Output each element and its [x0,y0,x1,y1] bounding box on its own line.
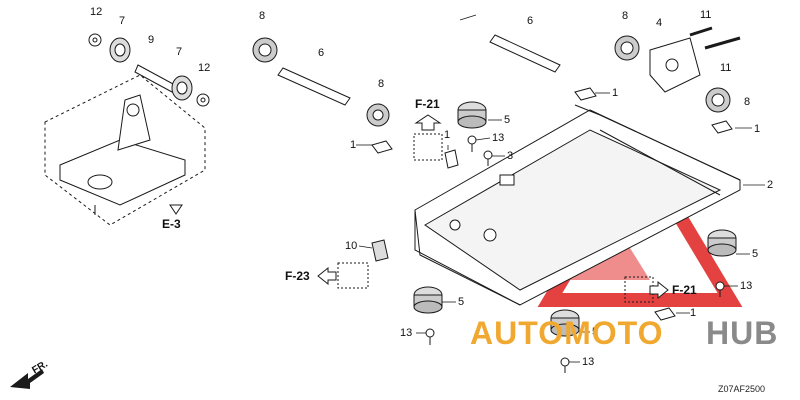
callout-5: 5 [458,296,465,308]
callout-8: 8 [378,78,385,90]
rubber-mount-8c [614,35,640,61]
rubber-mount-8a [252,37,278,63]
rubber-foot-5a [457,101,487,129]
bolt-11a [689,26,713,37]
callout-13: 13 [582,356,595,368]
callout-11: 11 [720,62,732,74]
callout-9: 9 [148,34,155,46]
callout-12: 12 [90,6,103,18]
frame-2 [414,104,741,306]
rubber-mount-8b [366,103,390,127]
clip-1c [444,149,459,169]
ref-box-f23 [337,262,369,289]
washer-12b [196,93,210,107]
ref-e3[interactable]: E-3 [162,217,181,231]
callout-5: 5 [592,326,599,338]
callout-3: 3 [507,150,514,162]
ref-box-f21-top [413,133,443,161]
callout-5: 5 [504,114,511,126]
callout-2: 2 [767,179,774,191]
arrow-left-icon [317,266,337,286]
callout-12: 12 [198,62,211,74]
callout-4: 4 [656,17,663,29]
bracket-4 [649,37,701,93]
rubber-foot-5c [413,286,443,314]
callout-11: 11 [700,9,712,21]
leader-lines [356,14,765,363]
rod-6a [277,67,351,106]
ref-f21-top[interactable]: F-21 [415,97,440,111]
rod-6b [489,34,561,73]
rubber-foot-5d [550,309,580,337]
callout-13: 13 [492,132,505,144]
callout-1: 1 [754,123,761,135]
watermark-text-secondary: HUB [706,315,779,351]
ref-f23[interactable]: F-23 [285,269,310,283]
bolt-13d [560,357,570,373]
watermark-text-primary: AUTOMOTO [470,315,664,351]
bushing-7b [171,75,193,101]
clip-10 [371,239,389,262]
bushing-7a [109,37,131,63]
callout-6: 6 [318,47,325,59]
clip-1e [654,307,676,321]
arrow-down-icon [169,204,183,215]
arrow-right-icon [649,280,669,300]
clip-1b [371,140,393,154]
arrow-up-icon [414,114,442,131]
bolt-3 [483,150,493,166]
callout-13: 13 [400,327,413,339]
collar-rod-9 [134,64,176,93]
callout-13: 13 [740,280,753,292]
callout-1: 1 [690,307,697,319]
clip-1a [574,87,597,101]
callout-8: 8 [259,10,266,22]
callout-1: 1 [612,87,619,99]
mount-bracket-part [59,94,186,215]
bolt-11b [704,36,741,50]
rubber-foot-5b [707,229,737,257]
diagram-code: Z07AF2500 [718,384,766,394]
callout-7: 7 [119,15,126,27]
callout-10: 10 [345,240,358,252]
clip-1d [711,120,733,134]
rubber-mount-8d [705,87,731,113]
callout-1: 1 [350,139,357,151]
callout-5: 5 [752,248,759,260]
callout-8: 8 [744,96,751,108]
bolt-13a [467,135,477,152]
callout-7: 7 [176,46,183,58]
callout-6: 6 [527,15,534,27]
ref-f21-right[interactable]: F-21 [672,283,697,297]
callout-1: 1 [444,129,451,141]
washer-12a [88,33,102,47]
front-arrow-icon [10,369,44,389]
bolt-13c [425,328,435,345]
callout-8: 8 [622,10,629,22]
